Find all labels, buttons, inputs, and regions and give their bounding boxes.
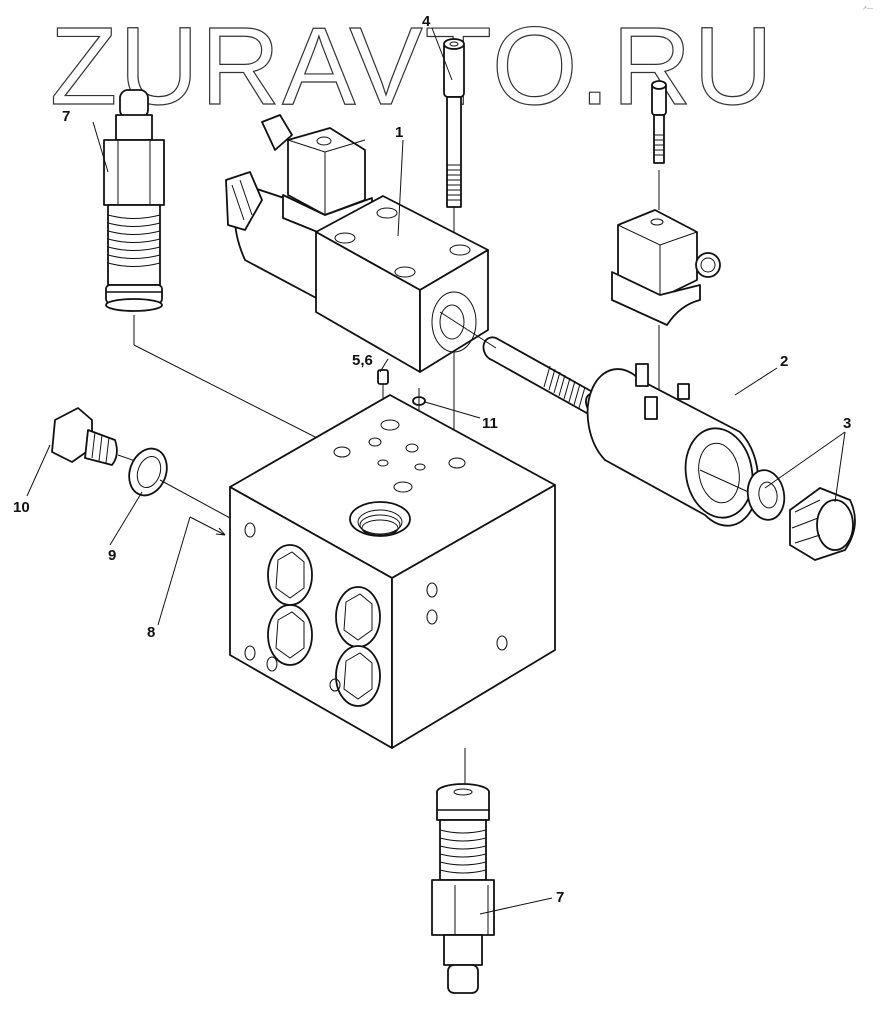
callout-3: 3 (843, 415, 851, 432)
part-coil-nut[interactable] (789, 487, 856, 561)
port-plug (335, 645, 381, 707)
callout-4: 4 (422, 13, 431, 30)
part-cartridge-valve-bottom[interactable] (431, 783, 495, 994)
part-sealing-washer[interactable] (123, 443, 173, 500)
callout-11: 11 (482, 415, 498, 432)
part-bolt-right[interactable] (651, 80, 667, 164)
part-plug[interactable] (51, 407, 118, 466)
callout-7-top: 7 (62, 108, 70, 125)
callout-1: 1 (395, 124, 403, 141)
callout-8: 8 (147, 624, 155, 641)
part-manifold-block[interactable] (229, 394, 556, 749)
callout-7-bottom: 7 (556, 889, 564, 906)
part-cartridge-valve-top[interactable] (103, 89, 165, 312)
callout-10: 10 (13, 499, 30, 516)
callout-2: 2 (780, 353, 788, 370)
corner-mark: ↗— (862, 6, 873, 12)
part-coil-washer[interactable] (744, 467, 788, 522)
port-plug (267, 544, 313, 606)
part-connector-right[interactable] (611, 209, 721, 326)
callout-9: 9 (108, 547, 116, 564)
part-solenoid-coil[interactable] (586, 363, 760, 527)
callout-5-6: 5,6 (352, 352, 373, 369)
part-bolt-left[interactable] (443, 38, 465, 208)
part-solenoid-valve[interactable] (225, 114, 489, 373)
port-plug (335, 586, 381, 648)
port-plug (267, 604, 313, 666)
